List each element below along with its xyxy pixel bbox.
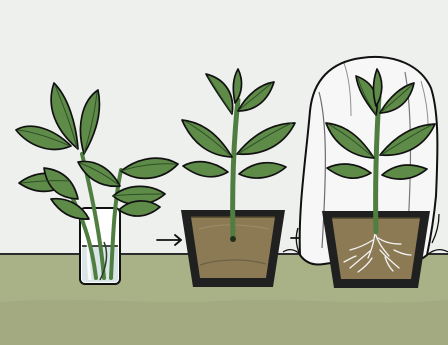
ground-shadow-band [0,300,448,345]
